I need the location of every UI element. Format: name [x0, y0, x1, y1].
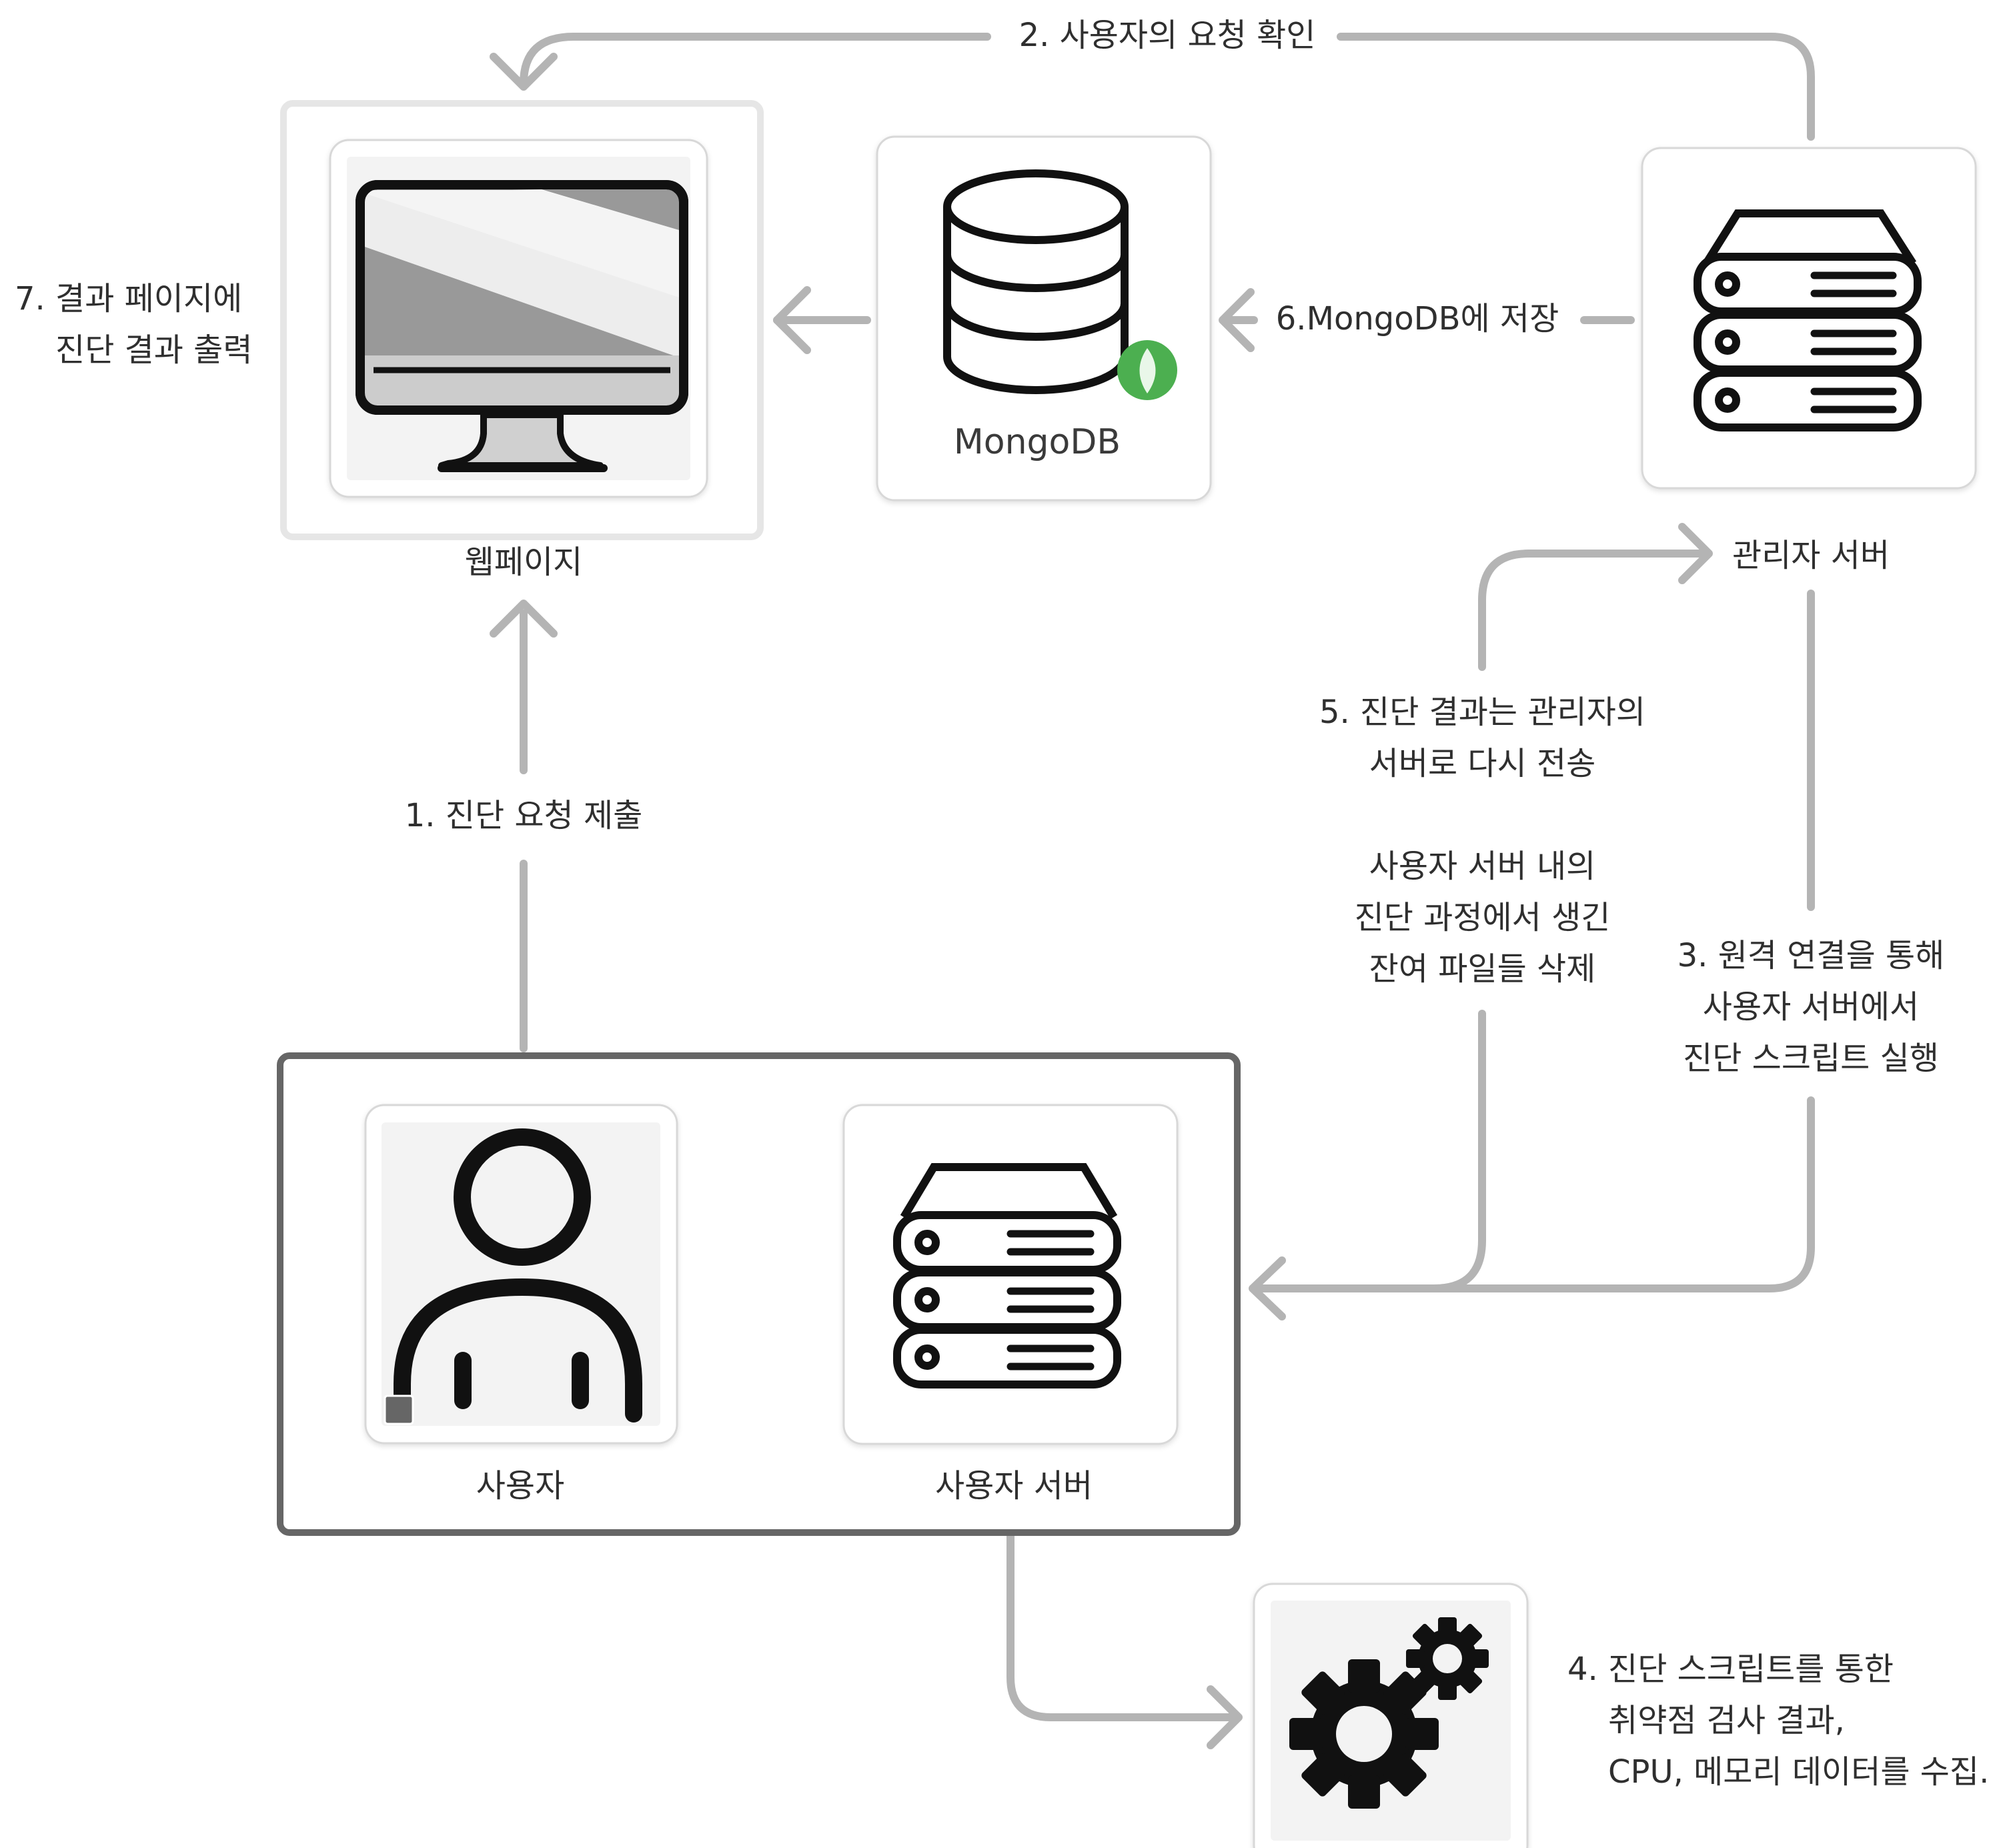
step3-label: 3. 원격 연결을 통해 사용자 서버에서 진단 스크립트 실행 [1677, 937, 1945, 1077]
connectors [490, 33, 1815, 1749]
arrow-step3-bottom [1251, 1096, 1815, 1292]
node-admin-server [1641, 147, 1977, 490]
webpage-label: 웹페이지 [464, 544, 583, 581]
step5-label: 5. 진단 결과는 관리자의 서버로 다시 전송 사용자 서버 내의 진단 과정… [1319, 694, 1645, 988]
arrow-step5-head [1678, 523, 1713, 584]
arrow-step7-head [773, 286, 811, 354]
node-webpage [280, 100, 764, 540]
arrow-step6-head [1219, 288, 1255, 352]
user-group [277, 1052, 1241, 1536]
person-icon [394, 1128, 642, 1423]
node-script [1253, 1583, 1529, 1848]
arrow-step2-tail [520, 33, 991, 87]
arrow-step3-head [1249, 1256, 1286, 1320]
image-badge-icon [384, 1395, 414, 1425]
monitor-icon [356, 180, 688, 472]
user-server-label: 사용자 서버 [934, 1467, 1093, 1505]
arrow-step5-bottom [1430, 1010, 1486, 1292]
step1-label: 1. 진단 요청 제출 [404, 797, 643, 834]
step7-label: 7. 결과 페이지에 진단 결과 출력 [15, 280, 253, 369]
arrow-step5-top [1478, 550, 1712, 671]
mongodb-label: MongoDB [953, 422, 1121, 462]
step6-label: 6.MongoDB에 저장 [1275, 300, 1559, 337]
arrow-step4 [1006, 1530, 1241, 1721]
server-icon [893, 1163, 1121, 1389]
admin-server-label: 관리자 서버 [1732, 537, 1890, 574]
step4-label: 4. 진단 스크립트를 통한 취약점 검사 결과, CPU, 메모리 데이터를 … [1567, 1651, 1990, 1791]
step2-label: 2. 사용자의 요청 확인 [1004, 10, 1331, 61]
arrow-step1-head [490, 600, 558, 638]
user-label: 사용자 [476, 1467, 565, 1505]
arrow-step4-head [1207, 1685, 1243, 1749]
arrow-step2 [1337, 33, 1815, 141]
node-mongodb [876, 135, 1212, 502]
gears-icon [1289, 1617, 1489, 1809]
arrow-step2-head [490, 53, 558, 91]
server-icon [1694, 209, 1922, 431]
database-icon [943, 169, 1177, 400]
